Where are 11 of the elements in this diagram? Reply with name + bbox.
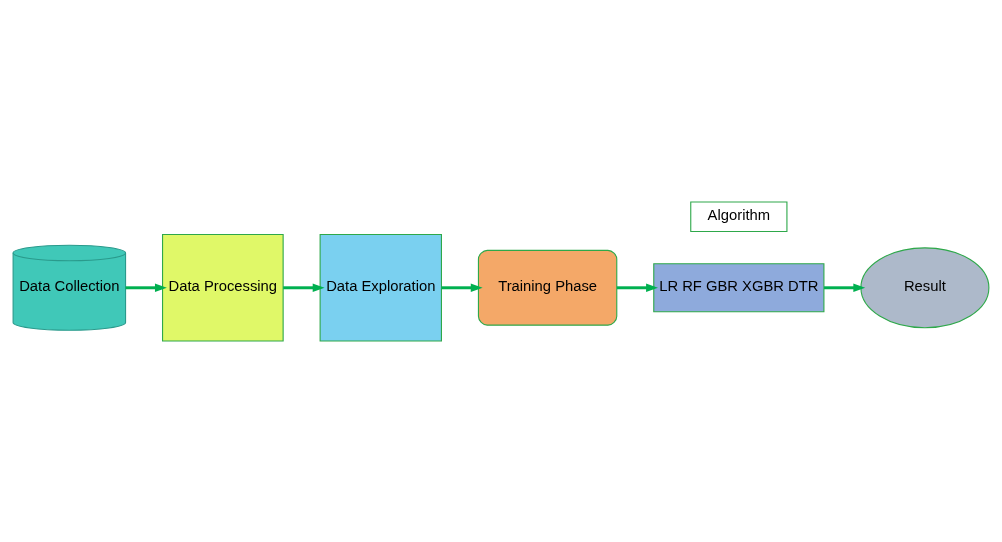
node-ellipse: Result [860, 246, 990, 328]
arrow [125, 283, 167, 292]
node-box: Data Processing [162, 233, 284, 342]
node-box: Data Exploration [319, 233, 442, 342]
arrow [283, 283, 325, 292]
node-box: Algorithm [690, 200, 788, 232]
arrow [824, 283, 866, 292]
arrow [616, 283, 658, 292]
node-box: LR RF GBR XGBR DTR [653, 262, 825, 312]
node-box: Training Phase [477, 249, 618, 326]
arrow [441, 283, 483, 292]
